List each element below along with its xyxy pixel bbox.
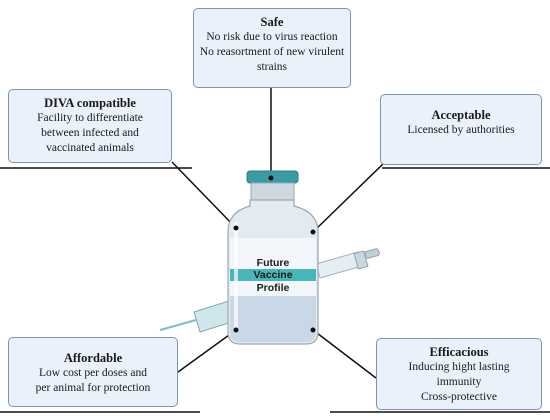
affordable-title: Affordable xyxy=(63,351,123,365)
efficacious-title: Efficacious xyxy=(429,345,489,359)
acceptable-line: Licensed by authorities xyxy=(407,124,515,136)
efficacious-box: Efficacious Inducing hight lasting immun… xyxy=(376,338,542,410)
syringe-illustration xyxy=(159,248,380,333)
dot-safe xyxy=(268,175,274,181)
safe-line: strains xyxy=(256,61,288,73)
affordable-box: Affordable Low cost per doses and per an… xyxy=(8,337,178,407)
vial-illustration xyxy=(227,170,319,345)
acceptable-title: Acceptable xyxy=(431,108,491,122)
affordable-line: Low cost per doses and xyxy=(39,367,147,379)
diva-line: between infected and xyxy=(41,127,139,139)
safe-line: No reasortment of new virulent xyxy=(199,46,345,58)
diva-line: vaccinated animals xyxy=(46,142,134,154)
efficacious-line: immunity xyxy=(436,376,482,388)
dot-diva xyxy=(233,225,239,231)
efficacious-line: Cross-protective xyxy=(420,391,497,403)
diva-line: Facility to differentiate xyxy=(37,112,143,124)
connector-acceptable xyxy=(312,163,384,233)
safe-box: Safe No risk due to virus reaction No re… xyxy=(193,8,351,88)
efficacious-line: Inducing hight lasting xyxy=(408,361,510,373)
dot-acceptable xyxy=(310,229,316,235)
connector-efficacious xyxy=(312,329,377,379)
vial-label-line1: Future xyxy=(256,257,290,269)
dot-affordable xyxy=(233,327,239,333)
vial-label-line2: Vaccine xyxy=(253,269,293,281)
safe-line: No risk due to virus reaction xyxy=(206,31,338,43)
connector-affordable xyxy=(177,329,237,373)
affordable-line: per animal for protection xyxy=(35,382,151,394)
diva-compatible-box: DIVA compatible Facility to differentiat… xyxy=(8,89,172,163)
vial-label-line3: Profile xyxy=(256,282,290,294)
diva-title: DIVA compatible xyxy=(44,96,136,110)
dot-efficacious xyxy=(310,327,316,333)
safe-title: Safe xyxy=(260,15,284,29)
acceptable-box: Acceptable Licensed by authorities xyxy=(380,94,542,165)
connector-diva xyxy=(171,161,237,229)
